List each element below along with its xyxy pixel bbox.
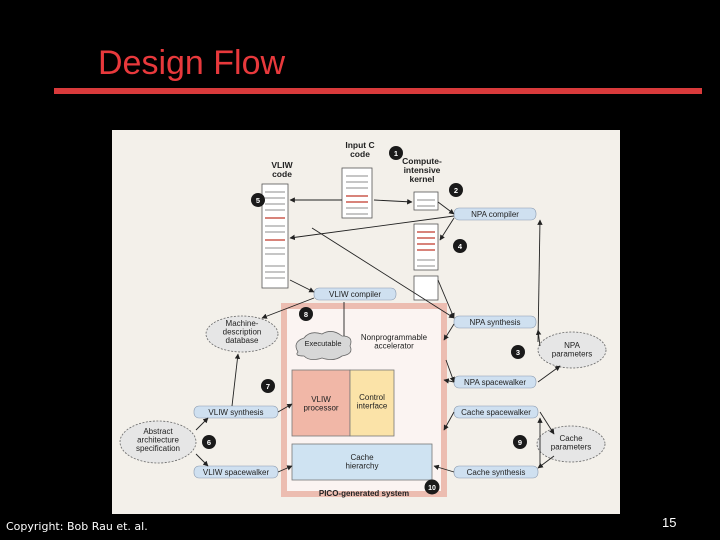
npa-compiler-label: NPA compiler (471, 210, 519, 219)
vliw-synthesis-label: VLIW synthesis (208, 408, 263, 417)
vliw-compiler-label: VLIW compiler (329, 290, 381, 299)
input-c-code-document (341, 167, 373, 219)
slide-title: Design Flow (98, 44, 286, 82)
svg-text:6: 6 (207, 438, 211, 447)
cache-hierarchy-block (291, 443, 433, 481)
svg-text:7: 7 (266, 382, 270, 391)
npa-parameters-ellipse (537, 331, 607, 369)
step-badge: 7 (261, 379, 275, 393)
step-badge: 6 (202, 435, 216, 449)
step-badge: 1 (389, 146, 403, 160)
pico-system-label: PICO-generated system (319, 489, 409, 498)
abstract-arch-ellipse (119, 420, 197, 464)
step-badge: 4 (453, 239, 467, 253)
cache-spacewalker-label: Cache spacewalker (461, 408, 531, 417)
step-badge: 9 (513, 435, 527, 449)
executable-cloud (295, 331, 352, 360)
npa-spacewalker-label: NPA spacewalker (464, 378, 526, 387)
control-interface-block (349, 369, 395, 437)
vliw-code-document (261, 183, 289, 289)
npa-synthesis-box (453, 315, 537, 329)
page-number: 15 (662, 515, 677, 530)
title-underline (54, 88, 702, 94)
svg-text:2: 2 (454, 186, 458, 195)
vliw-processor-block (291, 369, 351, 437)
kernel-document (413, 191, 439, 301)
step-badge: 10 (424, 479, 440, 495)
cache-parameters-ellipse (536, 425, 606, 463)
vliw-compiler-box (313, 287, 397, 301)
step-badge: 8 (299, 307, 313, 321)
step-badge: 2 (449, 183, 463, 197)
cache-synthesis-label: Cache synthesis (467, 468, 526, 477)
svg-text:1: 1 (394, 149, 398, 158)
step-badge: 3 (511, 345, 525, 359)
svg-text:3: 3 (516, 348, 520, 357)
machine-db-ellipse (205, 315, 279, 353)
step-badge: 5 (251, 193, 265, 207)
svg-text:10: 10 (428, 485, 436, 492)
executable-label: Executable (304, 339, 341, 348)
svg-text:4: 4 (458, 242, 463, 251)
svg-text:8: 8 (304, 310, 308, 319)
copyright-footer: Copyright: Bob Rau et. al. (6, 520, 148, 533)
svg-text:5: 5 (256, 196, 260, 205)
vliw-spacewalker-label: VLIW spacewalker (203, 468, 270, 477)
svg-text:9: 9 (518, 438, 522, 447)
npa-synthesis-label: NPA synthesis (470, 318, 521, 327)
